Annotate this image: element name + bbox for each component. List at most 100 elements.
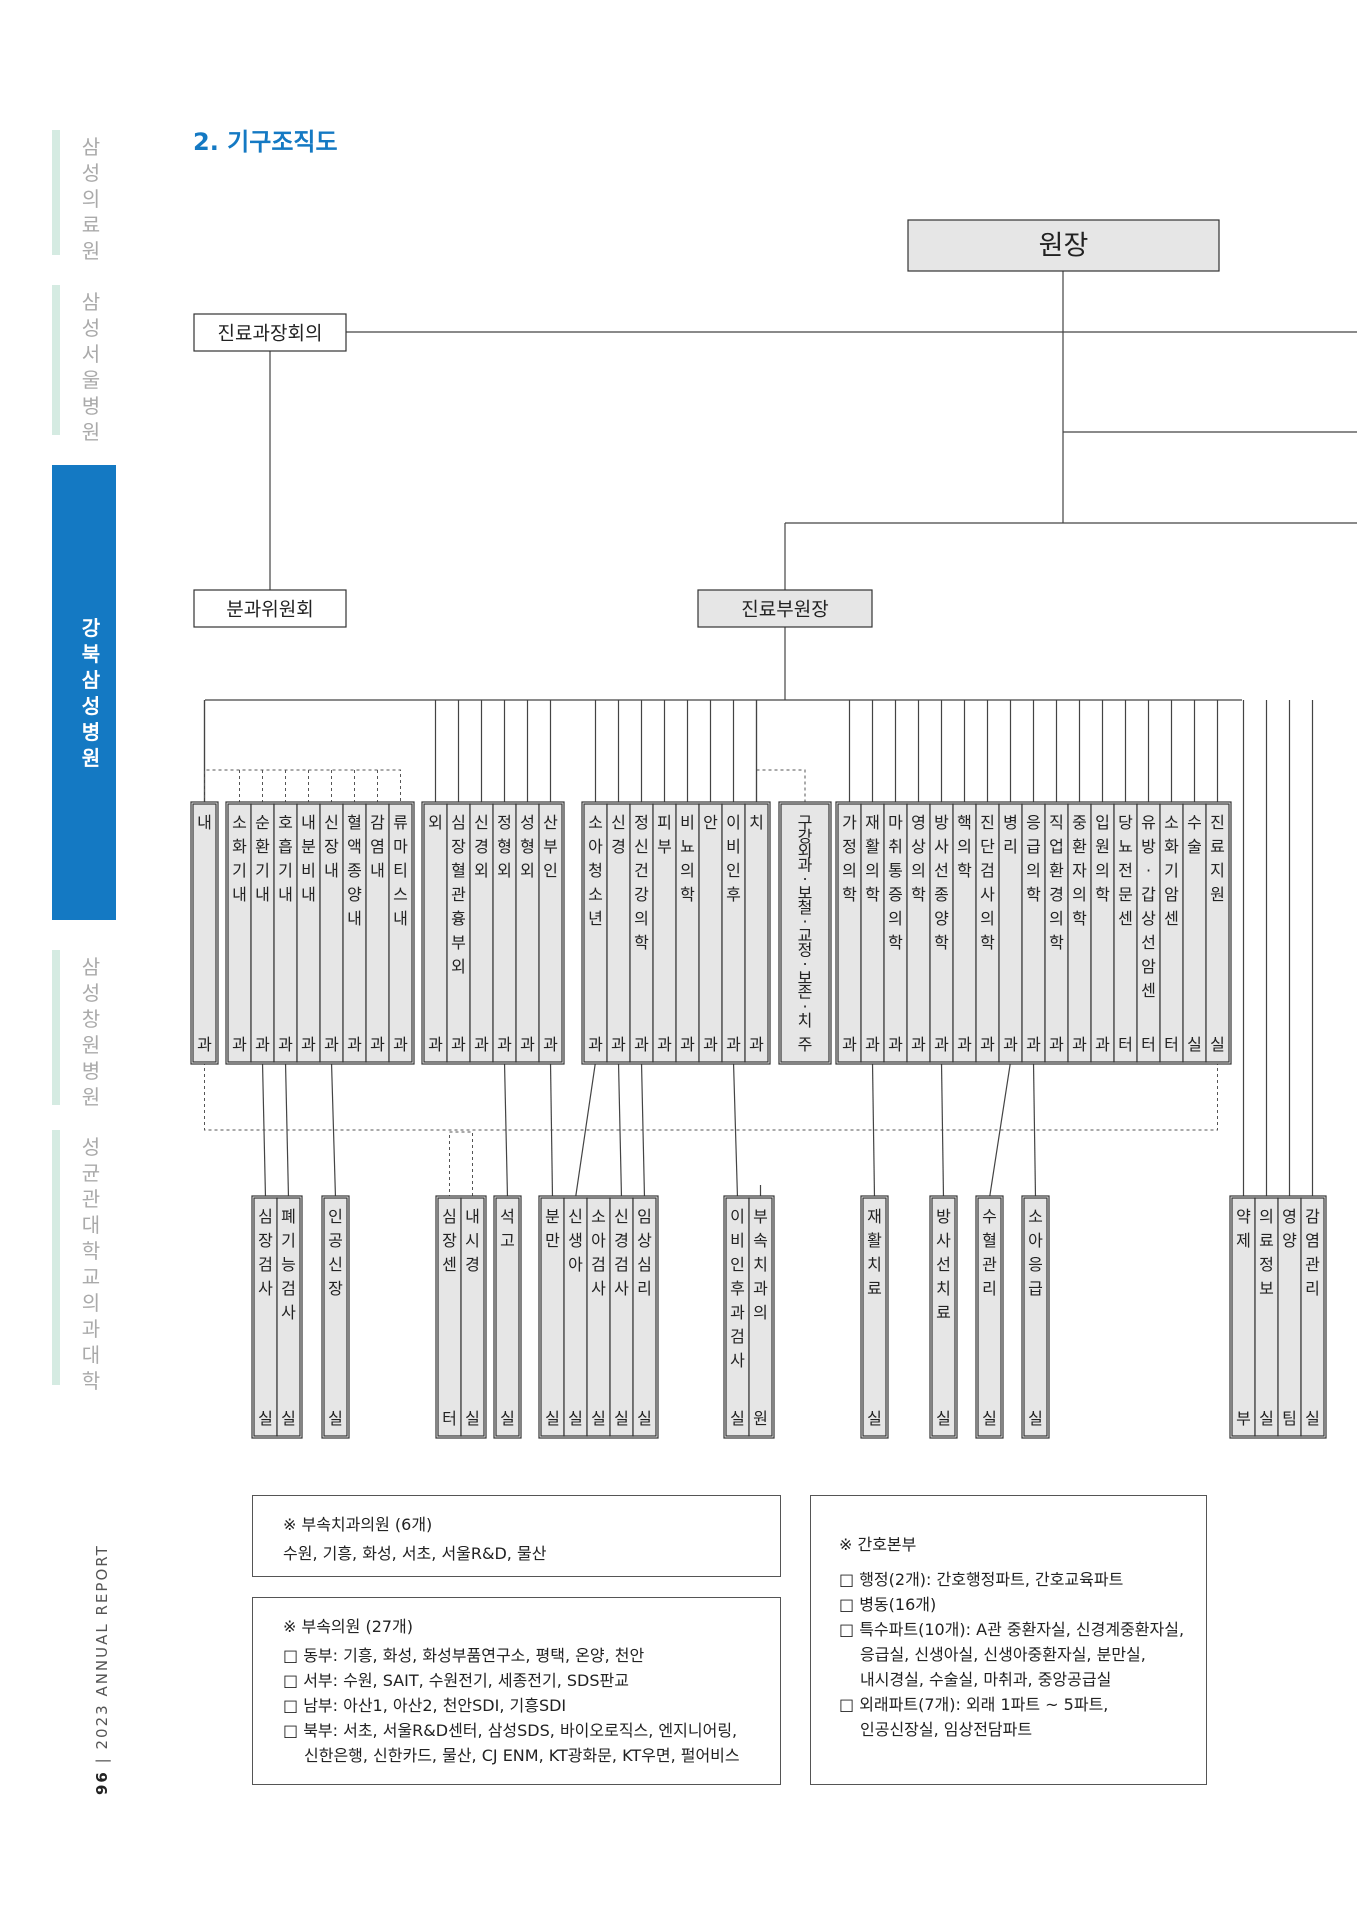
note-line: □ 병동(16개) (839, 1595, 937, 1614)
director-label: 원장 (1039, 231, 1089, 262)
sidebar-accent-bar (52, 285, 60, 435)
unit-10 (632, 1197, 657, 1437)
note-dental-title: ※ 부속치과의원 (6개) (283, 1515, 433, 1534)
note-nursing: ※ 간호본부 □ 행정(2개): 간호행정파트, 간호교육파트 □ 병동(16개)… (810, 1495, 1207, 1785)
connector (330, 1061, 337, 1199)
note-line: □ 행정(2개): 간호행정파트, 간호교육파트 (839, 1570, 1124, 1589)
connector (617, 1061, 623, 1199)
dept-0 (192, 803, 217, 1063)
subcommittee-label: 분과위원회 (226, 599, 313, 621)
connector (1032, 1061, 1037, 1199)
note-line: 신한은행, 신한카드, 물산, CJ ENM, KT광화문, KT우면, 펄어비… (304, 1746, 740, 1765)
section-title: 2. 기구조직도 (193, 128, 338, 156)
note-line: □ 특수파트(10개): A관 중환자실, 신경계중환자실, (839, 1620, 1185, 1639)
sidebar-item-1[interactable]: 삼성서울병원 (52, 285, 116, 444)
unit-1 (276, 1197, 301, 1437)
sidebar-item-label: 삼성창원병원 (81, 955, 101, 1109)
sidebar-item-3[interactable]: 삼성창원병원 (52, 950, 116, 1109)
unit-2 (323, 1197, 348, 1437)
sidebar-accent-bar (52, 950, 60, 1105)
dept-8 (388, 803, 413, 1063)
sidebar-item-2[interactable]: 강북삼성병원 (52, 465, 116, 920)
dept-23 (780, 803, 830, 1063)
sidebar-item-4[interactable]: 성균관대학교 의과대학 (52, 1130, 116, 1393)
director-box (907, 219, 1220, 272)
unit-16 (1023, 1197, 1048, 1437)
note-line: □ 남부: 아산1, 아산2, 천안SDI, 기흥SDI (283, 1696, 567, 1715)
connector (204, 1062, 1218, 1131)
unit-15 (977, 1197, 1002, 1437)
unit-5 (495, 1197, 520, 1437)
committee-chiefs-label: 진료과장회의 (218, 323, 323, 345)
note-dental-clinics: ※ 부속치과의원 (6개) 수원, 기흥, 화성, 서초, 서울R&D, 물산 (252, 1495, 781, 1577)
dept-20 (698, 803, 723, 1063)
note-line: 인공신장실, 임상전담파트 (860, 1720, 1033, 1739)
sidebar-accent-bar (52, 130, 60, 255)
connector (640, 1061, 646, 1199)
dept-22 (744, 803, 769, 1063)
note-line: □ 동부: 기흥, 화성, 화성부품연구소, 평택, 온양, 천안 (283, 1646, 645, 1665)
unit-13 (862, 1197, 887, 1437)
connector (449, 1131, 473, 1198)
connector (261, 1061, 267, 1199)
note-nursing-title: ※ 간호본부 (839, 1535, 917, 1554)
connector (988, 1061, 1012, 1199)
connector (940, 1061, 945, 1199)
unit-4 (460, 1197, 485, 1437)
sidebar-item-label: 성균관대학교 의과대학 (81, 1135, 101, 1393)
unit-14 (931, 1197, 956, 1437)
dept-9 (423, 803, 448, 1063)
connector (574, 1061, 597, 1199)
unit-20 (1300, 1197, 1325, 1437)
note-affiliated-clinics: ※ 부속의원 (27개) □ 동부: 기흥, 화성, 화성부품연구소, 평택, … (252, 1597, 781, 1785)
note-nursing-lines: □ 행정(2개): 간호행정파트, 간호교육파트 □ 병동(16개) □ 특수파트(… (839, 1567, 1206, 1742)
note-line: 내시경실, 수술실, 마취과, 중앙공급실 (860, 1670, 1112, 1689)
note-line: □ 북부: 서초, 서울R&D센터, 삼성SDS, 바이오로직스, 엔지니어링, (283, 1721, 738, 1740)
sidebar-item-label: 삼성의료원 (81, 135, 101, 263)
sidebar-item-0[interactable]: 삼성의료원 (52, 130, 116, 263)
connector (756, 769, 806, 804)
